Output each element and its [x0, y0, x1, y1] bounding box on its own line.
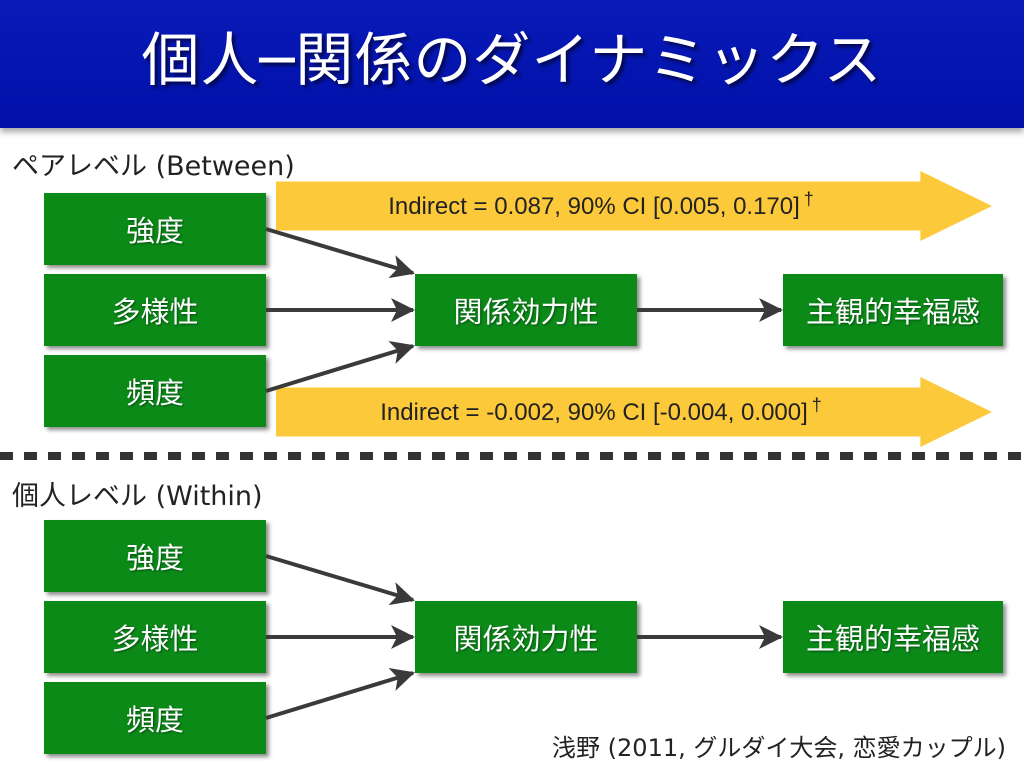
section-divider — [0, 452, 1024, 460]
within-predictor-intensity: 強度 — [44, 520, 266, 592]
within-predictor-diversity: 多様性 — [44, 601, 266, 673]
within-outcome: 主観的幸福感 — [783, 601, 1003, 673]
indirect-text-top: Indirect = 0.087, 90% CI [0.005, 0.170]† — [276, 189, 926, 221]
edge-between-intensity-to-mediator — [265, 227, 415, 279]
section-label-between: ペアレベル (Between) — [12, 151, 295, 182]
indirect-value-top: Indirect = 0.087, 90% CI [0.005, 0.170] — [388, 193, 800, 220]
dagger-mark: † — [803, 189, 814, 209]
indirect-arrow-top — [276, 171, 992, 241]
title-bar — [0, 0, 1024, 128]
dagger-mark: † — [811, 395, 822, 415]
within-predictor-frequency: 頻度 — [44, 682, 266, 754]
between-predictor-frequency: 頻度 — [44, 355, 266, 427]
edge-within-intensity-to-mediator — [265, 554, 415, 606]
edge-between-frequency-to-mediator — [265, 340, 415, 393]
section-label-within: 個人レベル (Within) — [12, 481, 263, 512]
citation: 浅野 (2011, グルダイ大会, 恋愛カップル) — [552, 734, 1006, 762]
slide-title: 個人─関係のダイナミックス — [141, 26, 883, 94]
between-predictor-intensity: 強度 — [44, 193, 266, 265]
between-outcome: 主観的幸福感 — [783, 274, 1003, 346]
between-mediator: 関係効力性 — [415, 274, 637, 346]
indirect-value-bottom: Indirect = -0.002, 90% CI [-0.004, 0.000… — [380, 399, 808, 426]
edge-within-frequency-to-mediator — [265, 667, 415, 720]
between-predictor-diversity: 多様性 — [44, 274, 266, 346]
within-mediator: 関係効力性 — [415, 601, 637, 673]
indirect-arrow-bottom — [276, 377, 992, 447]
indirect-text-bottom: Indirect = -0.002, 90% CI [-0.004, 0.000… — [276, 395, 926, 427]
